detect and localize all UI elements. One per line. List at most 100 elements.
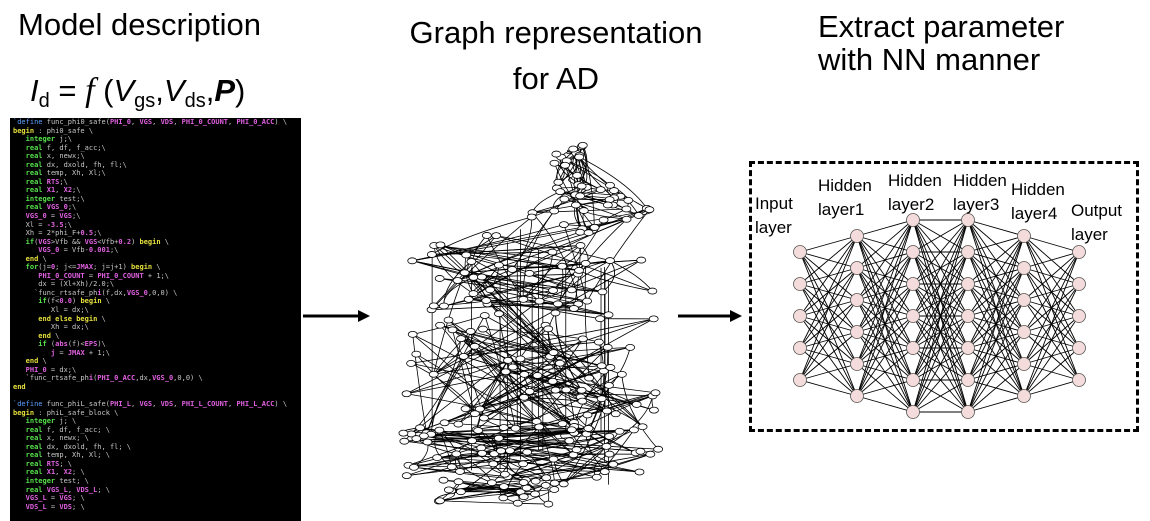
graph-node bbox=[401, 472, 412, 480]
code-token: X2 bbox=[63, 186, 73, 195]
code-token: real bbox=[13, 160, 43, 169]
graph-node bbox=[568, 145, 579, 153]
code-line: real VGS_0;\ bbox=[10, 203, 301, 212]
graph-edge bbox=[563, 209, 650, 226]
code-token: X1 bbox=[42, 186, 56, 195]
nn-connection bbox=[912, 219, 969, 253]
code-token: -3.5 bbox=[46, 220, 64, 229]
graph-node bbox=[435, 497, 445, 505]
graph-edge bbox=[463, 341, 599, 357]
code-token: VGS bbox=[59, 494, 73, 503]
graph-node bbox=[426, 251, 437, 258]
graph-node bbox=[637, 423, 648, 431]
verilog-code-listing: `define func_phi0_safe(PHI_0, VGS, VDS, … bbox=[10, 118, 301, 521]
code-token: (f)< bbox=[67, 340, 85, 349]
code-token: : phi0_safe \ bbox=[34, 126, 94, 135]
code-token: integer bbox=[13, 194, 56, 203]
code-token: , bbox=[131, 400, 140, 409]
formula-close: ) bbox=[235, 73, 246, 108]
graph-node bbox=[438, 476, 449, 484]
graph-node bbox=[583, 425, 594, 432]
code-token: VGS_0 bbox=[13, 246, 60, 255]
formula-open: ( bbox=[94, 73, 114, 108]
nn-connection bbox=[856, 283, 914, 397]
model-formula: Id = f (Vgs,Vds,P) bbox=[30, 72, 245, 113]
code-token: , bbox=[55, 468, 64, 477]
code-token: Xh = dx;\ bbox=[13, 323, 89, 332]
code-token: VGS bbox=[139, 400, 153, 409]
nn-connection bbox=[856, 219, 914, 333]
graph-node bbox=[486, 479, 497, 487]
formula-p: P bbox=[214, 73, 236, 108]
code-token: ;\ bbox=[59, 177, 68, 186]
code-line: real X1, X2; \ bbox=[10, 468, 301, 477]
code-token: x, newx;\ bbox=[42, 152, 85, 161]
nn-node bbox=[1072, 309, 1086, 323]
nn-connection bbox=[856, 379, 914, 397]
code-line: PHI_0 = dx;\ bbox=[10, 366, 301, 375]
neural-network-frame bbox=[749, 161, 1139, 432]
code-line: end bbox=[10, 383, 301, 392]
graph-edge bbox=[458, 360, 509, 425]
code-token: ; j=j+1) bbox=[93, 263, 132, 272]
graph-node bbox=[610, 410, 621, 418]
code-token: ;\ bbox=[72, 186, 81, 195]
graph-node bbox=[491, 232, 502, 240]
graph-edge bbox=[404, 440, 640, 473]
formula-id: I bbox=[30, 73, 39, 108]
nn-layer-label-line: layer1 bbox=[818, 200, 865, 219]
formula-f: f bbox=[85, 72, 95, 109]
code-token: PHI_0_COUNT bbox=[13, 271, 85, 280]
graph-edge bbox=[596, 429, 635, 478]
code-token: RTS bbox=[42, 459, 60, 468]
code-token: ; \ bbox=[97, 485, 110, 494]
graph-edge bbox=[433, 245, 474, 294]
code-token: ,0,0) \ bbox=[147, 288, 178, 297]
nn-connection bbox=[967, 235, 1025, 349]
nn-connection bbox=[799, 235, 858, 253]
code-token: VGS_0 bbox=[152, 374, 174, 383]
graph-node bbox=[564, 437, 575, 445]
graph-title-line1: Graph representation bbox=[409, 15, 703, 50]
code-token: JMAX bbox=[67, 348, 85, 357]
nn-connection bbox=[1023, 251, 1080, 269]
code-token: VDS_L bbox=[76, 485, 98, 494]
code-token: begin bbox=[139, 237, 161, 246]
graph-node bbox=[500, 368, 511, 376]
code-token: j bbox=[13, 348, 56, 357]
graph-node bbox=[411, 435, 422, 442]
nn-connection bbox=[856, 219, 914, 269]
nn-layer-label-line: layer bbox=[755, 218, 792, 237]
nn-connection bbox=[912, 219, 969, 349]
graph-edge bbox=[437, 457, 640, 473]
code-token: 0.5 bbox=[80, 229, 94, 238]
formula-vds-sub: ds bbox=[184, 90, 206, 112]
nn-node bbox=[961, 373, 975, 387]
code-line: `func_rtsafe_phi(PHI_0_ACC,dx,VGS_0,0,0)… bbox=[10, 374, 301, 383]
code-token: real bbox=[13, 143, 43, 152]
graph-edge bbox=[404, 429, 634, 442]
graph-node bbox=[530, 477, 541, 485]
code-token: ;\ bbox=[93, 229, 102, 238]
graph-node bbox=[566, 426, 577, 434]
nn-layer-label-line: layer2 bbox=[888, 195, 935, 214]
code-token: ; \ bbox=[72, 502, 85, 511]
graph-edge bbox=[621, 374, 659, 450]
code-token: \ bbox=[38, 357, 47, 366]
graph-edge bbox=[552, 338, 584, 382]
graph-node bbox=[582, 411, 593, 419]
graph-edge bbox=[486, 235, 524, 300]
graph-node bbox=[631, 401, 642, 408]
graph-edge bbox=[411, 318, 654, 364]
code-line: real temp, Xh, Xl; \ bbox=[10, 451, 301, 460]
nn-node bbox=[961, 309, 975, 323]
code-token: VGS_L bbox=[13, 494, 47, 503]
code-token: begin bbox=[13, 408, 35, 417]
graph-node bbox=[648, 315, 659, 323]
graph-node bbox=[555, 188, 566, 196]
code-token: VGS_L bbox=[42, 485, 68, 494]
graph-node bbox=[498, 424, 509, 431]
nn-connection bbox=[967, 267, 1025, 413]
